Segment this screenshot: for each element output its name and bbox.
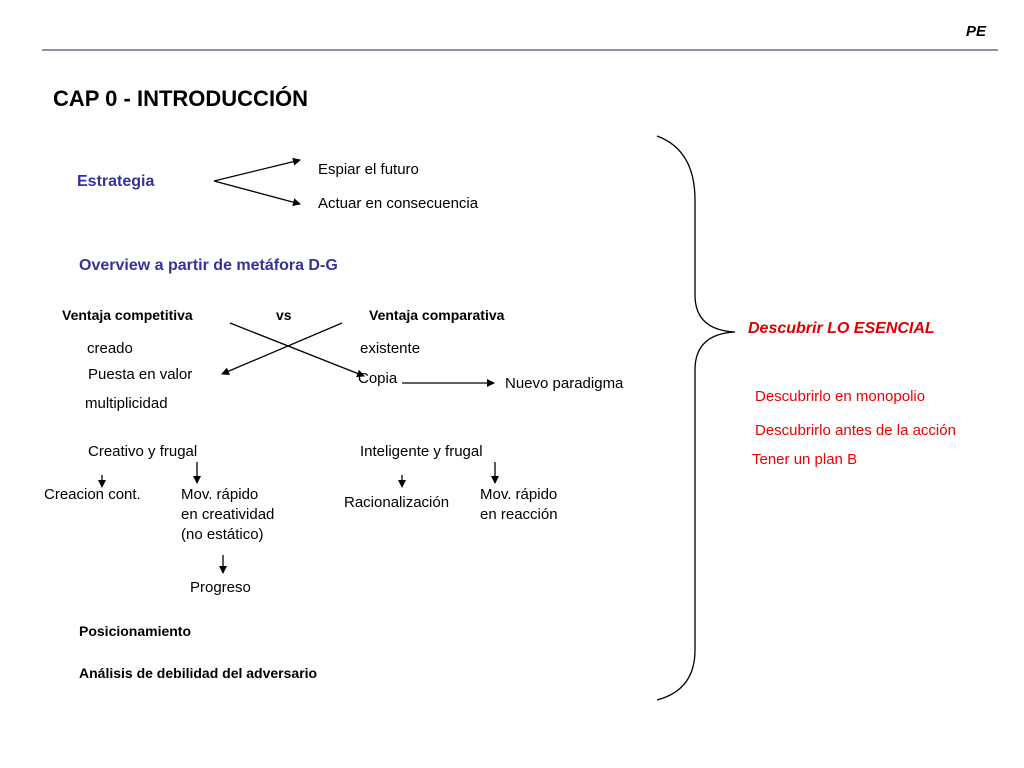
- nuevo-paradigma-text: Nuevo paradigma: [505, 375, 624, 392]
- page-title: CAP 0 - INTRODUCCIÓN: [53, 86, 309, 111]
- movrapido-creatividad-text: Mov. rápido en creatividad (no estático): [181, 485, 274, 545]
- existente-text: existente: [360, 340, 421, 357]
- posicionamiento-text: Posicionamiento: [79, 623, 192, 639]
- puesta-text: Puesta en valor: [88, 366, 193, 383]
- plan-b: Tener un plan B: [752, 451, 858, 468]
- inteligente-label: Inteligente y frugal: [360, 443, 483, 460]
- progreso-text: Progreso: [190, 579, 251, 596]
- descubrir-monopolio: Descubrirlo en monopolio: [755, 388, 926, 405]
- header-tag: PE: [966, 23, 987, 40]
- arrow-espiar: [213, 157, 301, 182]
- arrow-to-puesta: [221, 322, 343, 375]
- ventaja-competitiva: Ventaja competitiva: [62, 307, 193, 323]
- arrow-actuar: [213, 180, 301, 207]
- header-rule: [42, 49, 998, 51]
- racionalizacion-text: Racionalización: [344, 494, 450, 511]
- movrapido-reaccion-line1: Mov. rápido: [480, 486, 558, 503]
- movrapido-creatividad-line3: (no estático): [181, 526, 264, 543]
- estrategia-label: Estrategia: [77, 173, 155, 190]
- arrow-to-copia: [229, 322, 365, 378]
- creacion-text: Creacion cont.: [44, 486, 141, 503]
- multiplicidad-text: multiplicidad: [85, 395, 168, 412]
- movrapido-reaccion-text: Mov. rápido en reacción: [480, 485, 558, 525]
- descubrir-esencial: Descubrir LO ESENCIAL: [748, 320, 935, 337]
- creativo-label: Creativo y frugal: [88, 443, 198, 460]
- analisis-text: Análisis de debilidad del adversario: [79, 665, 318, 681]
- vs-text: vs: [276, 307, 292, 323]
- movrapido-creatividad-line2: en creatividad: [181, 506, 275, 523]
- actuar-text: Actuar en consecuencia: [318, 195, 479, 212]
- espiar-text: Espiar el futuro: [318, 161, 419, 178]
- ventaja-comparativa: Ventaja comparativa: [369, 307, 505, 323]
- overview-heading: Overview a partir de metáfora D-G: [79, 257, 338, 274]
- right-brace: [656, 135, 736, 701]
- movrapido-reaccion-line2: en reacción: [480, 506, 558, 523]
- movrapido-creatividad-line1: Mov. rápido: [181, 486, 259, 503]
- creado-text: creado: [87, 340, 133, 357]
- descubrir-antes: Descubrirlo antes de la acción: [755, 422, 956, 439]
- copia-text: Copia: [358, 370, 398, 387]
